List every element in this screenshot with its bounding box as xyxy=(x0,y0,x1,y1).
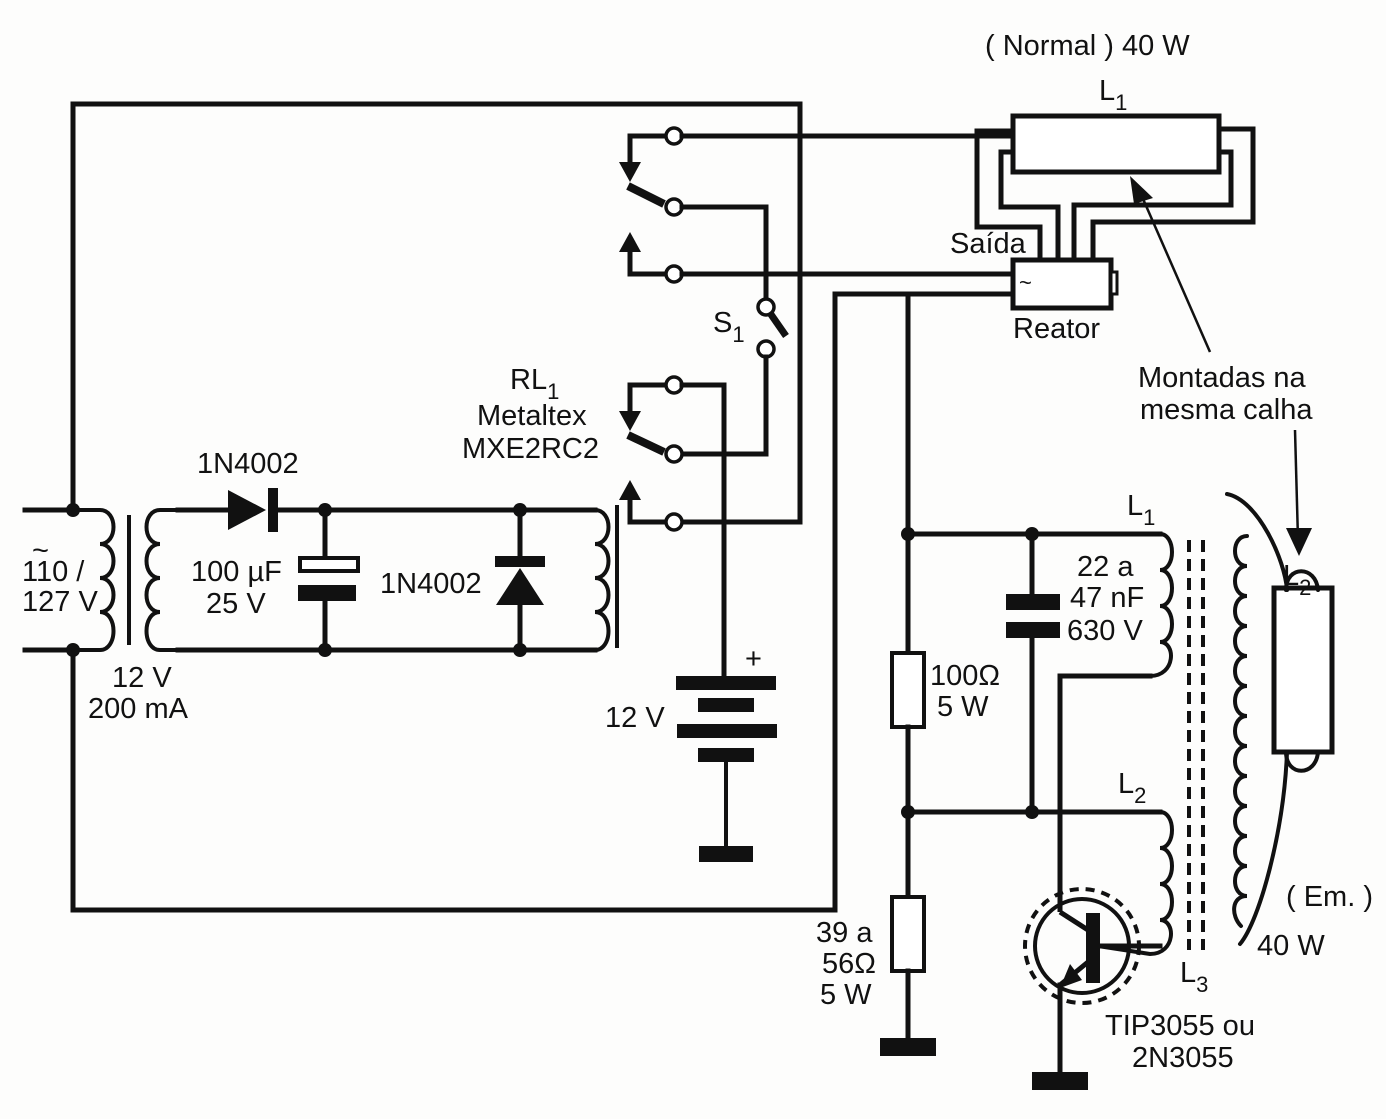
normal-lamp-name: L1 xyxy=(1099,75,1127,115)
battery: + 12 V xyxy=(605,643,777,862)
callout-arrow-head xyxy=(1130,176,1153,204)
coil-l3 xyxy=(1232,534,1249,928)
r2-line1: 39 a xyxy=(816,917,873,949)
ground-symbol xyxy=(880,1038,936,1056)
emergency-lamp-power: 40 W xyxy=(1257,930,1325,962)
coil-l3-label: L3 xyxy=(1180,957,1208,997)
normal-lamp-title: ( Normal ) 40 W xyxy=(985,30,1190,62)
mains-symbol: ~ xyxy=(32,535,49,567)
lamp-lead-bottom xyxy=(1238,750,1289,946)
filter-cap-value: 100 µF xyxy=(191,556,282,588)
callout-line2: mesma calha xyxy=(1140,394,1313,426)
battery-polarity: + xyxy=(745,643,762,675)
callout-line1: Montadas na xyxy=(1138,362,1307,394)
osc-cap-line1: 22 a xyxy=(1077,551,1134,583)
switch-name: S1 xyxy=(713,307,745,347)
emitter-arrow xyxy=(1060,964,1082,988)
rectifier-diode-label: 1N4002 xyxy=(197,448,299,480)
dc-supply: 1N4002 100 µF 25 V 1N4002 xyxy=(175,448,619,657)
relay-name: RL1 xyxy=(510,364,559,404)
r2-line2: 56Ω xyxy=(822,948,876,980)
lamp-filament-bottom xyxy=(1284,750,1320,773)
ground-symbol xyxy=(1032,1072,1088,1090)
r1-power: 5 W xyxy=(937,691,989,723)
callout-arrow-head xyxy=(1286,528,1312,556)
transistor-part-line1: TIP3055 ou xyxy=(1105,1010,1255,1042)
emergency-lamp-tube xyxy=(1271,585,1335,755)
emergency-lamp-assembly: L2 ( Em. ) 40 W xyxy=(1225,492,1373,962)
mains-voltage-line1: 110 / xyxy=(22,556,85,588)
relay-contact-terminal xyxy=(664,444,684,464)
relay-model: MXE2RC2 xyxy=(462,433,599,465)
secondary-winding xyxy=(144,508,180,652)
ballast-symbol: ~ xyxy=(1019,270,1032,295)
lamp-lead-top xyxy=(1225,492,1289,592)
normal-lamp-tube xyxy=(1010,113,1222,175)
filter-capacitor-minus xyxy=(298,585,356,601)
switch-terminal xyxy=(756,297,776,317)
filter-capacitor-plus xyxy=(298,556,360,573)
primary-winding xyxy=(71,508,116,652)
mains-wiring xyxy=(22,101,1018,913)
coil-l2 xyxy=(1096,810,1174,957)
filter-cap-voltage: 25 V xyxy=(206,588,266,620)
relay-coil xyxy=(593,508,611,652)
oscillator: 100Ω 5 W 22 a 47 nF 630 V L1 L2 L3 39 a … xyxy=(816,291,1255,1090)
ballast-label: Reator xyxy=(1013,313,1100,345)
ground-symbol xyxy=(699,846,753,862)
switch-lever xyxy=(767,311,789,338)
r2-line3: 5 W xyxy=(820,979,872,1011)
relay-brand: Metaltex xyxy=(477,400,587,432)
emergency-lamp-tag: ( Em. ) xyxy=(1286,881,1373,913)
relay-contacts: S1 RL1 Metaltex MXE2RC2 xyxy=(462,126,1018,683)
coil-l2-label: L2 xyxy=(1118,768,1146,808)
osc-cap-line3: 630 V xyxy=(1067,615,1143,647)
transformer-rating-line2: 200 mA xyxy=(88,693,189,725)
osc-cap-line2: 47 nF xyxy=(1070,582,1144,614)
transformer: ~ 110 / 127 V 12 V 200 mA xyxy=(22,508,189,725)
mains-voltage-line2: 127 V xyxy=(22,586,98,618)
battery-voltage: 12 V xyxy=(605,702,665,734)
resistor-r2 xyxy=(890,895,926,973)
relay-contact-terminal xyxy=(664,512,684,532)
coil-l1-label: L1 xyxy=(1127,490,1155,530)
r1-value: 100Ω xyxy=(930,660,1000,692)
lamp-filament-top xyxy=(1284,569,1320,592)
flyback-diode-label: 1N4002 xyxy=(380,568,482,600)
emergency-lamp-name: L2 xyxy=(1283,560,1311,600)
resistor-r1 xyxy=(890,651,926,729)
ballast-output-label: Saída xyxy=(950,228,1027,260)
transistor-part-line2: 2N3055 xyxy=(1132,1042,1234,1074)
coil-l1 xyxy=(1148,532,1174,678)
normal-lamp-assembly: ( Normal ) 40 W L1 ~ Saída Reator Montad… xyxy=(950,30,1313,556)
rectifier-diode-symbol xyxy=(228,490,266,530)
transformer-rating-line1: 12 V xyxy=(112,662,172,694)
flyback-diode-symbol xyxy=(496,568,544,605)
